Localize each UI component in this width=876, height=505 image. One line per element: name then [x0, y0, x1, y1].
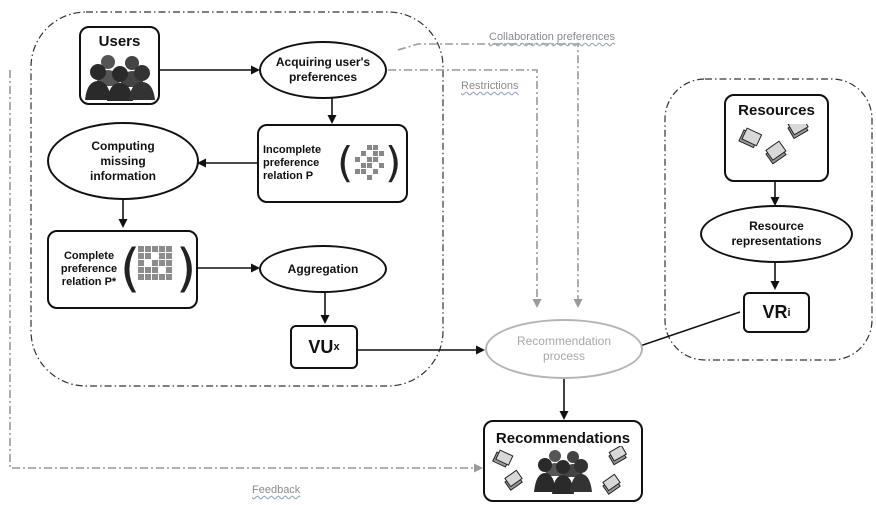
vr-label: VR: [762, 302, 788, 322]
svg-text:(: (: [337, 139, 353, 187]
svg-text:): ): [176, 240, 192, 298]
restrictions-flow: [372, 69, 542, 308]
collaboration-flow: [397, 43, 583, 308]
feedback-flow: [9, 70, 483, 473]
aggregation-label: Aggregation: [287, 261, 359, 276]
resource-representations-label: Resource representations: [731, 219, 822, 248]
acquiring-preferences-label: Acquiring user's preferences: [275, 55, 371, 84]
arrow-vr-process: [632, 311, 741, 351]
aggregation-node[interactable]: Aggregation: [259, 245, 387, 293]
svg-text:(: (: [120, 240, 140, 298]
user-group-container: [30, 11, 444, 387]
complete-matrix-icon: ( ): [120, 240, 192, 298]
incomplete-preference-label: Incomplete preference relation P: [263, 144, 322, 182]
acquiring-preferences-node[interactable]: Acquiring user's preferences: [259, 41, 387, 99]
complete-preference-box[interactable]: Complete preference relation P*: [47, 230, 198, 309]
recommendations-title: Recommendations: [495, 430, 631, 447]
users-group-icon: [85, 55, 155, 101]
users-title: Users: [98, 33, 141, 50]
collaboration-preferences-label: Collaboration preferences: [489, 31, 615, 43]
incomplete-matrix-icon: ( ): [337, 139, 399, 187]
resource-group-container: [664, 78, 873, 361]
computing-missing-info-node[interactable]: Computing missing information: [47, 122, 199, 200]
computing-missing-info-label: Computing missing information: [90, 138, 156, 183]
feedback-label: Feedback: [252, 484, 301, 496]
restrictions-label: Restrictions: [461, 80, 519, 92]
complete-preference-label: Complete preference relation P*: [60, 250, 118, 288]
resource-representations-node[interactable]: Resource representations: [700, 205, 853, 263]
recommendation-process-label: Recommendation process: [516, 334, 612, 363]
recommendations-icon: [492, 446, 628, 495]
vr-subscript: i: [787, 306, 791, 319]
recommendation-process-node[interactable]: Recommendation process: [485, 319, 643, 379]
vu-subscript: x: [333, 341, 340, 353]
resources-documents-icon: [738, 124, 809, 165]
resources-title: Resources: [738, 102, 815, 119]
vu-label: VU: [308, 336, 334, 357]
svg-text:): ): [385, 139, 399, 187]
